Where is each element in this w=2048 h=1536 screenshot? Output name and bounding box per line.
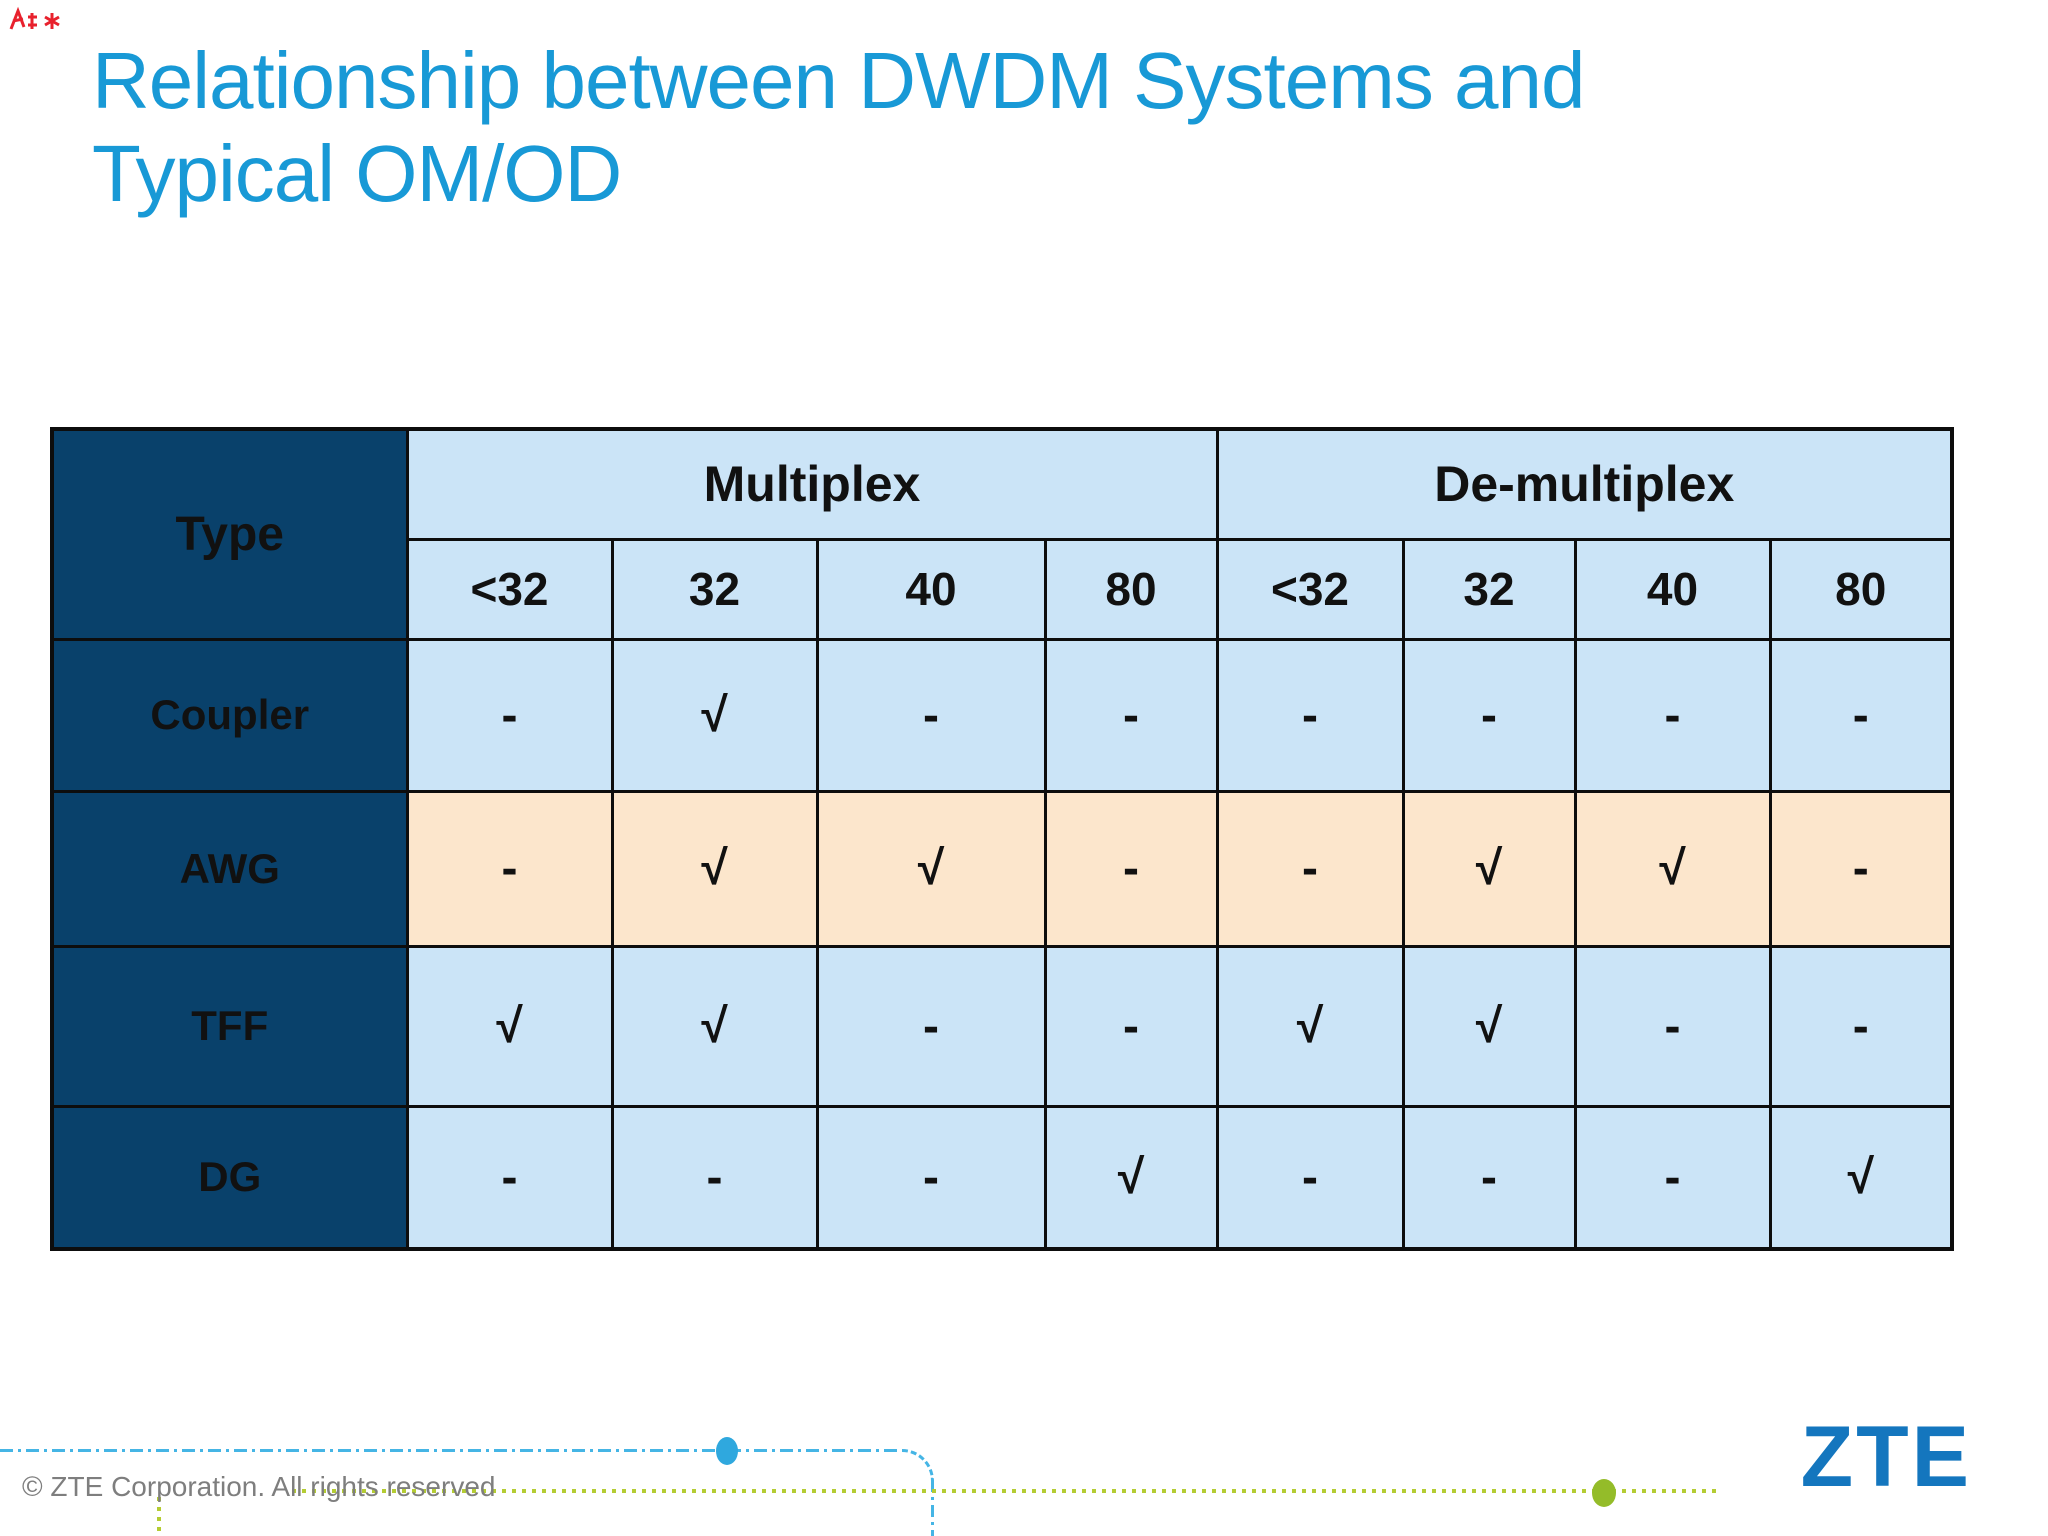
col-header: 32 xyxy=(1401,537,1577,641)
decorative-dashline-blue-horizontal xyxy=(0,1449,902,1452)
page-title-line2: Typical OM/OD xyxy=(92,129,622,218)
table-cell: √ xyxy=(1043,1104,1219,1251)
table-cell: - xyxy=(815,637,1047,793)
table-cell: - xyxy=(1768,944,1954,1108)
table-cell: √ xyxy=(1401,789,1577,948)
table-cell: √ xyxy=(1215,944,1405,1108)
group-header-demultiplex: De-multiplex xyxy=(1215,427,1954,541)
table-cell: - xyxy=(1401,1104,1577,1251)
table-cell: - xyxy=(1215,789,1405,948)
page-title-line1: Relationship between DWDM Systems and xyxy=(92,36,1586,125)
table-row-coupler: Coupler - √ - - - - - - xyxy=(50,637,1954,793)
table-row-tff: TFF √ √ - - √ √ - - xyxy=(50,944,1954,1108)
table-cell: - xyxy=(1573,1104,1772,1251)
table-cell: - xyxy=(1768,789,1954,948)
row-label: TFF xyxy=(50,944,409,1108)
table-row-dg: DG - - - √ - - - √ xyxy=(50,1104,1954,1251)
om-od-table: Type Multiplex De-multiplex <32 32 40 80… xyxy=(50,427,1954,1251)
col-header: <32 xyxy=(405,537,614,641)
col-header: <32 xyxy=(1215,537,1405,641)
decorative-dashline-blue-corner xyxy=(902,1449,934,1481)
decorative-dotline-green-horizontal xyxy=(292,1489,1722,1493)
table-cell: √ xyxy=(610,637,819,793)
table-row-awg: AWG - √ √ - - √ √ - xyxy=(50,789,1954,948)
col-header: 80 xyxy=(1768,537,1954,641)
row-label: AWG xyxy=(50,789,409,948)
table-cell: - xyxy=(1215,637,1405,793)
table-cell: - xyxy=(1573,637,1772,793)
table-cell: √ xyxy=(610,789,819,948)
zte-logo: ZTE xyxy=(1800,1409,1972,1505)
red-annotation-marks xyxy=(9,6,60,30)
col-header: 40 xyxy=(1573,537,1772,641)
copyright-text: © ZTE Corporation. All rights reserved xyxy=(22,1471,496,1502)
table-cell: - xyxy=(405,789,614,948)
table-cell: - xyxy=(610,1104,819,1251)
table-cell: √ xyxy=(1768,1104,1954,1251)
group-header-multiplex: Multiplex xyxy=(405,427,1219,541)
table-cell: - xyxy=(1401,637,1577,793)
decorative-dotline-green-vertical xyxy=(157,1497,161,1536)
row-label: DG xyxy=(50,1104,409,1251)
col-header: 80 xyxy=(1043,537,1219,641)
col-header: 32 xyxy=(610,537,819,641)
table-cell: - xyxy=(1215,1104,1405,1251)
col-header: 40 xyxy=(815,537,1047,641)
table-cell: - xyxy=(1768,637,1954,793)
table-cell: - xyxy=(815,944,1047,1108)
table-cell: √ xyxy=(405,944,614,1108)
table-cell: - xyxy=(1043,637,1219,793)
table-cell: - xyxy=(1043,944,1219,1108)
decorative-dot-green xyxy=(1592,1479,1616,1507)
table-cell: √ xyxy=(1573,789,1772,948)
decorative-dashline-blue-vertical xyxy=(931,1480,934,1536)
table-cell: - xyxy=(405,1104,614,1251)
table-cell: - xyxy=(1043,789,1219,948)
table-cell: √ xyxy=(1401,944,1577,1108)
type-header: Type xyxy=(50,427,409,641)
page-title: Relationship between DWDM Systems and Ty… xyxy=(92,34,1732,220)
table-cell: - xyxy=(1573,944,1772,1108)
table-cell: - xyxy=(815,1104,1047,1251)
table-cell: √ xyxy=(610,944,819,1108)
table-cell: - xyxy=(405,637,614,793)
decorative-dot-blue xyxy=(716,1437,738,1465)
row-label: Coupler xyxy=(50,637,409,793)
table-cell: √ xyxy=(815,789,1047,948)
